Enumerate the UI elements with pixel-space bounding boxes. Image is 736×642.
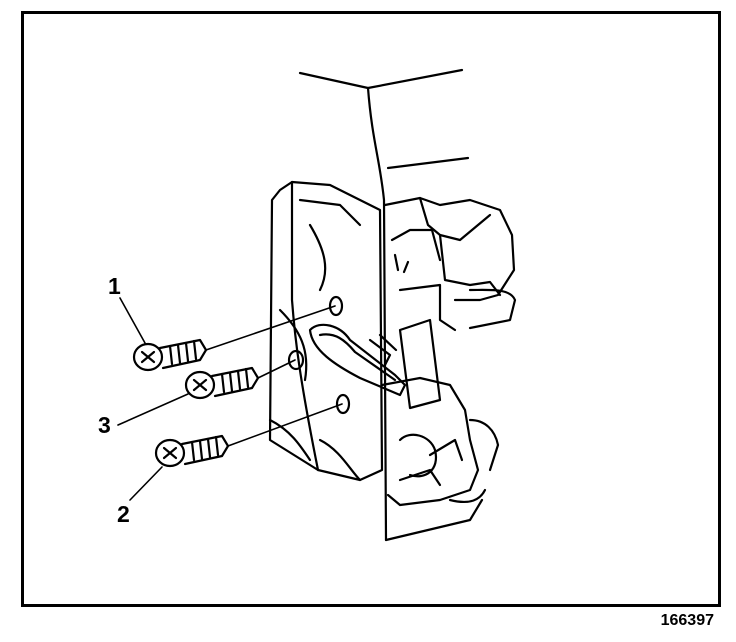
callout-label-3: 3 <box>98 412 111 438</box>
figure-number: 166397 <box>660 612 714 629</box>
latch-claw <box>380 376 500 507</box>
callout-label-2: 2 <box>117 501 130 527</box>
screw-2 <box>154 403 343 468</box>
screw-3 <box>184 359 296 400</box>
actuator-lever <box>308 323 407 397</box>
door-panel <box>298 68 484 542</box>
callout-leaders <box>117 297 189 501</box>
mounting-bracket <box>268 180 384 482</box>
latch-housing <box>383 196 517 410</box>
figure-frame <box>21 11 721 607</box>
screw-1 <box>132 305 336 372</box>
callout-label-1: 1 <box>108 273 121 299</box>
